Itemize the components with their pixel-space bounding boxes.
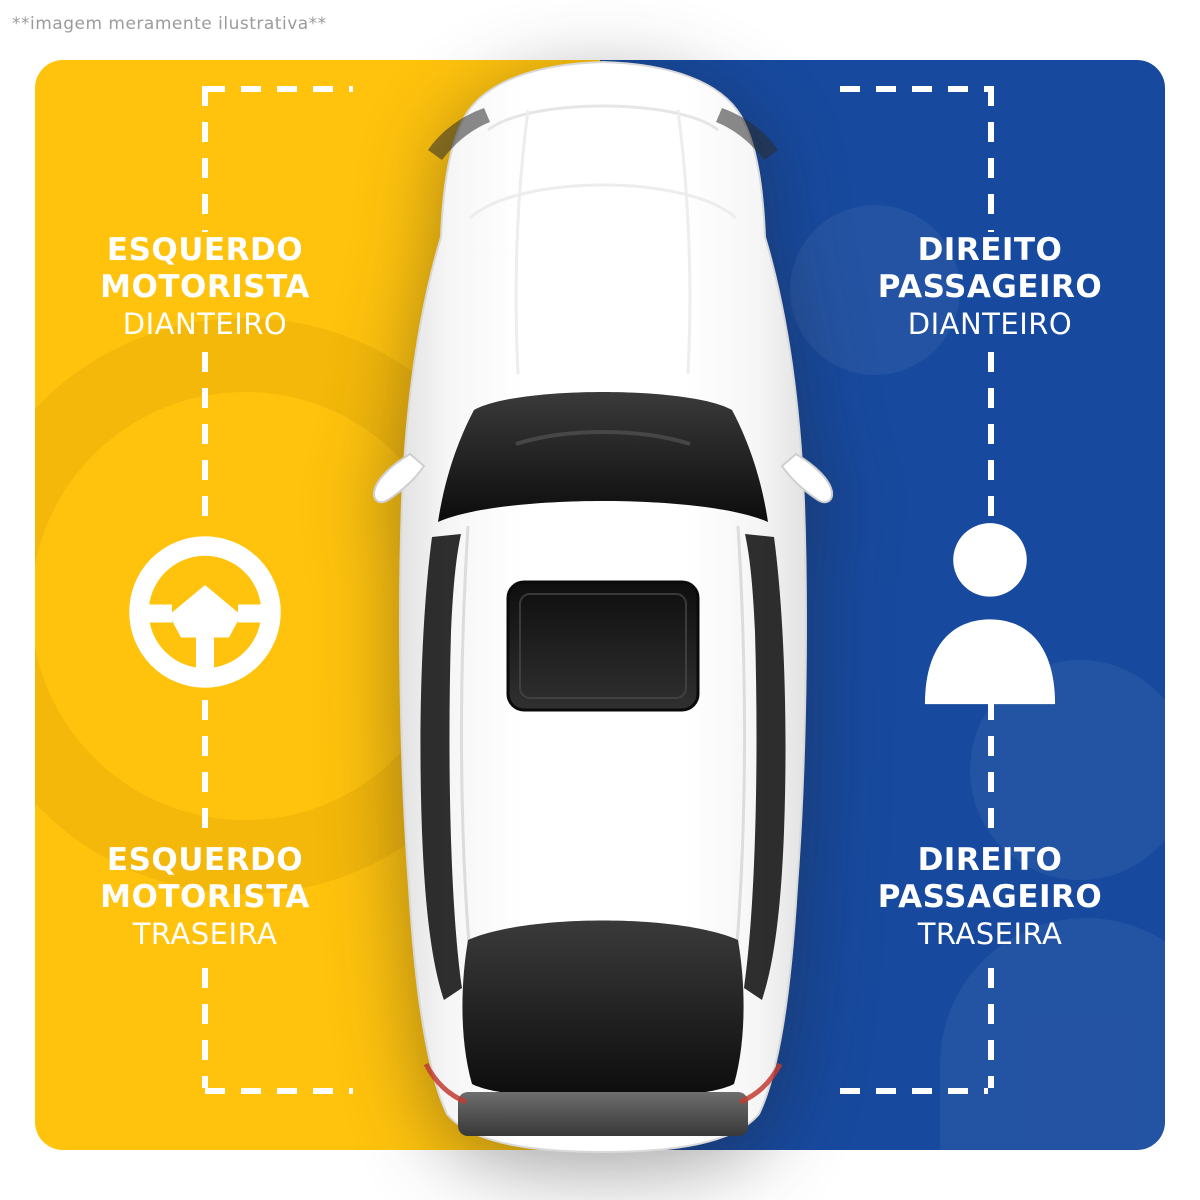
headlight-left <box>428 108 490 160</box>
dashed-line-segment <box>988 700 994 840</box>
rear-bumper <box>458 1092 748 1136</box>
dashed-line-segment <box>840 1088 988 1094</box>
windshield-glass <box>438 392 768 522</box>
mirror-left <box>372 452 426 504</box>
label-line: MOTORISTA <box>100 269 310 305</box>
watermark-circle <box>790 205 960 375</box>
label-line: ESQUERDO <box>106 232 304 268</box>
label-line: DIANTEIRO <box>122 307 288 341</box>
sunroof-frame <box>519 593 687 699</box>
label-line: DIREITO <box>917 232 1063 268</box>
sunroof-glass <box>506 580 700 712</box>
hood-crease <box>514 109 530 375</box>
label-line: PASSAGEIRO <box>877 269 1103 305</box>
dashed-line-segment <box>988 352 994 524</box>
dashed-line-segment <box>202 700 208 840</box>
label-line: MOTORISTA <box>100 879 310 915</box>
hood-contour <box>487 104 719 132</box>
interior-hint <box>515 430 691 446</box>
side-window-right <box>744 534 786 1000</box>
label-front-left: ESQUERDO MOTORISTA DIANTEIRO <box>20 232 390 343</box>
label-rear-right: DIREITO PASSAGEIRO TRASEIRA <box>805 842 1175 953</box>
label-line: ESQUERDO <box>106 842 304 878</box>
headlight-right <box>716 108 778 160</box>
label-line: DIANTEIRO <box>907 307 1073 341</box>
taillight-left <box>423 1062 467 1105</box>
label-line: PASSAGEIRO <box>877 879 1103 915</box>
mirror-right <box>780 452 834 504</box>
side-window-left <box>420 534 462 1000</box>
hood-crease <box>676 109 692 375</box>
passenger-icon <box>924 523 1056 705</box>
dashed-line-segment <box>202 86 208 232</box>
steering-wheel-icon <box>129 536 281 688</box>
dashed-line-segment <box>205 86 353 92</box>
roof-rail-left <box>459 525 472 958</box>
disclaimer-text: **imagem meramente ilustrativa** <box>12 14 327 34</box>
dashed-line-segment <box>988 968 994 1088</box>
label-line: TRASEIRA <box>917 917 1063 951</box>
rear-window-glass <box>462 920 744 1099</box>
label-line: TRASEIRA <box>132 917 278 951</box>
dashed-line-segment <box>202 352 208 524</box>
car-illustration <box>372 60 834 1154</box>
dashed-line-segment <box>202 968 208 1088</box>
label-rear-left: ESQUERDO MOTORISTA TRASEIRA <box>20 842 390 953</box>
roof-rail-right <box>734 525 747 958</box>
hood-contour <box>468 183 738 220</box>
dashed-line-segment <box>988 86 994 232</box>
dashed-line-segment <box>205 1088 353 1094</box>
taillight-right <box>739 1062 783 1105</box>
label-front-right: DIREITO PASSAGEIRO DIANTEIRO <box>805 232 1175 343</box>
dashed-line-segment <box>840 86 988 92</box>
label-line: DIREITO <box>917 842 1063 878</box>
